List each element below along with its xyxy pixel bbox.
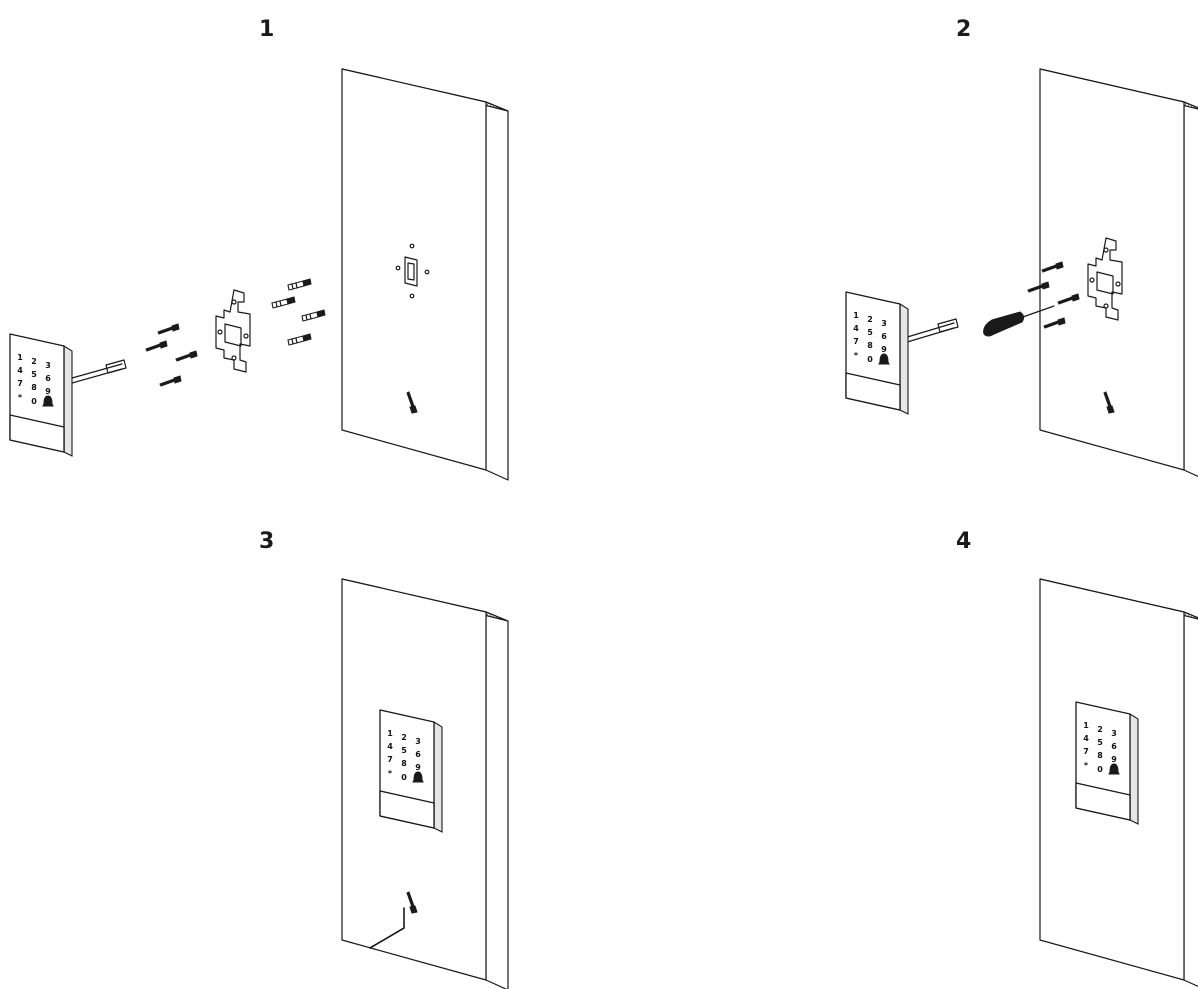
step-4-number: 4 <box>956 529 971 554</box>
allen-key-icon <box>369 907 405 949</box>
step-1-illustration: 1 2 3 4 5 6 7 8 9 * 0 <box>9 68 509 481</box>
keypad-device-icon: 1 2 3 4 5 6 7 8 9 * 0 <box>9 333 73 457</box>
keypad-device-icon: 1 2 3 4 5 6 7 8 9 * 0 <box>845 291 909 415</box>
key-star: * <box>18 393 23 402</box>
bell-icon <box>878 353 890 365</box>
screw-icon <box>145 323 198 387</box>
bell-icon <box>412 771 424 783</box>
key-6: 6 <box>45 374 51 383</box>
key-9: 9 <box>415 763 421 772</box>
key-6: 6 <box>1111 742 1117 751</box>
key-8: 8 <box>1097 751 1103 760</box>
key-3: 3 <box>415 737 421 746</box>
key-8: 8 <box>31 383 37 392</box>
key-1: 1 <box>853 311 859 320</box>
key-1: 1 <box>1083 721 1089 730</box>
step-2-number: 2 <box>956 17 971 42</box>
key-2: 2 <box>867 315 873 324</box>
mounting-bracket-icon <box>215 289 251 373</box>
screwdriver-icon <box>983 305 1055 337</box>
key-8: 8 <box>401 759 407 768</box>
key-7: 7 <box>387 755 393 764</box>
key-4: 4 <box>1083 734 1089 743</box>
key-9: 9 <box>1111 755 1117 764</box>
key-0: 0 <box>401 773 407 782</box>
key-0: 0 <box>867 355 873 364</box>
step-2-illustration: 1 2 3 4 5 6 7 8 9 * 0 <box>845 68 1198 478</box>
wall-icon <box>341 68 509 481</box>
key-7: 7 <box>853 337 859 346</box>
key-3: 3 <box>1111 729 1117 738</box>
key-3: 3 <box>881 319 887 328</box>
key-0: 0 <box>1097 765 1103 774</box>
key-2: 2 <box>1097 725 1103 734</box>
bell-icon <box>42 395 54 407</box>
keypad-device-icon: 1 2 3 4 5 6 7 8 9 * 0 <box>379 709 443 833</box>
key-0: 0 <box>31 397 37 406</box>
key-9: 9 <box>45 387 51 396</box>
key-6: 6 <box>415 750 421 759</box>
key-7: 7 <box>1083 747 1089 756</box>
bell-icon <box>1108 763 1120 775</box>
key-7: 7 <box>17 379 23 388</box>
step-3-illustration: 1 2 3 4 5 6 7 8 9 * 0 <box>341 578 509 989</box>
step-4-illustration: 1 2 3 4 5 6 7 8 9 * 0 <box>1039 578 1198 988</box>
key-9: 9 <box>881 345 887 354</box>
cable-icon <box>903 318 959 344</box>
cable-icon <box>71 359 127 384</box>
key-5: 5 <box>31 370 37 379</box>
key-4: 4 <box>853 324 859 333</box>
key-star: * <box>1084 761 1089 770</box>
keypad-device-icon: 1 2 3 4 5 6 7 8 9 * 0 <box>1075 701 1139 825</box>
key-2: 2 <box>31 357 37 366</box>
key-star: * <box>854 351 859 360</box>
key-1: 1 <box>17 353 23 362</box>
key-6: 6 <box>881 332 887 341</box>
key-4: 4 <box>17 366 23 375</box>
key-5: 5 <box>1097 738 1103 747</box>
key-5: 5 <box>867 328 873 337</box>
key-2: 2 <box>401 733 407 742</box>
key-4: 4 <box>387 742 393 751</box>
key-3: 3 <box>45 361 51 370</box>
key-star: * <box>388 769 393 778</box>
key-1: 1 <box>387 729 393 738</box>
step-3-number: 3 <box>259 529 274 554</box>
wall-anchor-icon <box>271 278 326 346</box>
key-5: 5 <box>401 746 407 755</box>
step-1-number: 1 <box>259 17 274 42</box>
wall-mounting-holes <box>395 243 430 299</box>
key-8: 8 <box>867 341 873 350</box>
